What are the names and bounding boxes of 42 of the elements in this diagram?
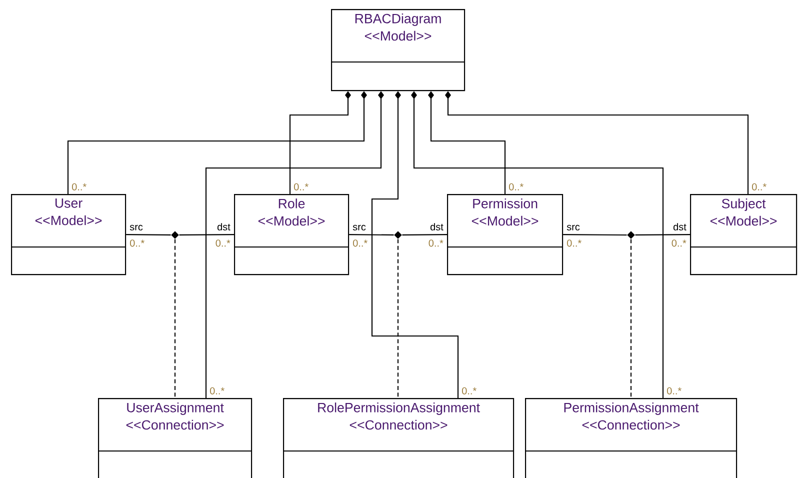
composition-line — [428, 91, 506, 194]
association-class-line — [174, 239, 176, 398]
multiplicity-label: 0..* — [428, 240, 444, 247]
composition-line — [205, 91, 384, 398]
association-line — [563, 234, 627, 236]
multiplicity-label: 0..* — [462, 387, 476, 394]
multiplicity-label: 0..* — [216, 240, 230, 247]
multiplicity-label: 0..* — [294, 183, 308, 190]
role-label: dst — [217, 223, 230, 230]
association-line — [402, 234, 447, 236]
class-box: UserAssignment <<Connection>> — [98, 398, 252, 478]
role-label: src — [566, 224, 580, 230]
composition-line — [411, 91, 664, 398]
composition-line — [67, 91, 367, 194]
multiplicity-label: 0..* — [509, 183, 524, 190]
association-class-line — [397, 239, 399, 398]
composition-line — [371, 91, 459, 398]
multiplicity-label: 0..* — [752, 183, 766, 190]
role-label: dst — [674, 223, 686, 230]
multiplicity-label: 0..* — [72, 183, 86, 190]
class-box: RBACDiagram <<Model>> — [331, 9, 466, 92]
class-box: User <<Model>> — [11, 194, 126, 276]
multiplicity-label: 0..* — [130, 240, 144, 247]
class-box: RolePermissionAssignment <<Connection>> — [283, 398, 514, 478]
multiplicity-label: 0..* — [353, 240, 368, 247]
role-label: dst — [430, 223, 444, 230]
role-label: src — [130, 224, 143, 230]
composition-line — [445, 91, 749, 194]
association-line — [179, 234, 234, 236]
multiplicity-label: 0..* — [210, 387, 224, 394]
multiplicity-label: 0..* — [667, 387, 682, 394]
role-label: src — [352, 224, 366, 230]
class-box: Permission <<Model>> — [447, 194, 564, 276]
association-line — [349, 234, 394, 236]
class-box: Subject <<Model>> — [690, 194, 798, 276]
association-line — [635, 234, 690, 236]
association-class-line — [630, 239, 632, 398]
multiplicity-label: 0..* — [567, 240, 582, 247]
association-line — [126, 234, 171, 236]
class-box: PermissionAssignment <<Connection>> — [525, 398, 738, 478]
multiplicity-label: 0..* — [672, 240, 686, 247]
class-box: Role <<Model>> — [234, 194, 350, 276]
